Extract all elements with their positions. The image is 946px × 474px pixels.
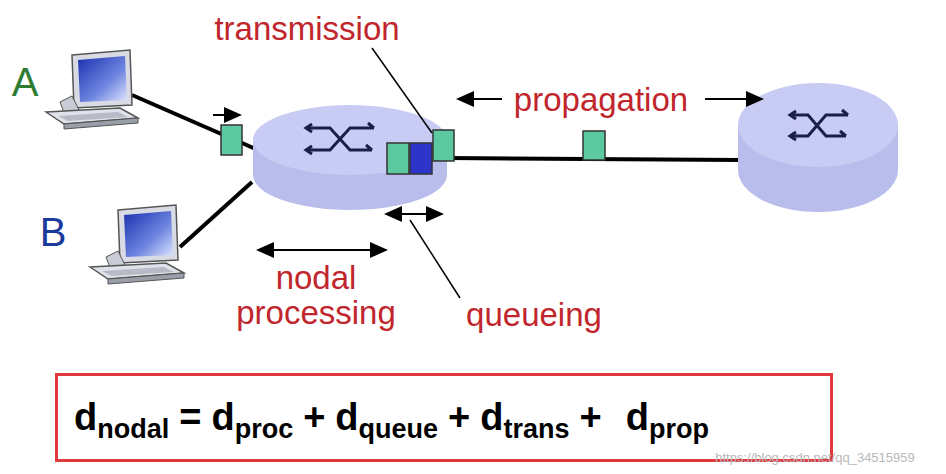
propagation-arrow <box>458 98 502 100</box>
delay-label: propagation <box>514 83 688 118</box>
leader-line <box>372 48 432 133</box>
subscript: queue <box>359 414 439 445</box>
variable: d <box>626 396 649 439</box>
queued-packet <box>410 143 432 174</box>
leader-line <box>410 220 460 298</box>
direction-arrow <box>213 114 240 116</box>
subscript: nodal <box>97 414 169 445</box>
propagation-arrow <box>705 98 762 100</box>
subscript: prop <box>649 414 709 445</box>
operator: + <box>580 396 602 439</box>
delay-label: transmission <box>214 12 399 47</box>
variable: d <box>74 396 97 439</box>
delay-label: queueing <box>466 298 602 333</box>
watermark: https://blog.csdn.net/qq_34515959 <box>715 451 915 465</box>
queued-packet <box>387 143 409 174</box>
variable: d <box>335 396 358 439</box>
computer-b <box>90 205 184 284</box>
delay-label: nodal processing <box>221 261 411 330</box>
router-left <box>253 105 447 210</box>
operator: + <box>303 396 325 439</box>
propagating-packet <box>583 131 605 160</box>
processing-arrow <box>258 249 386 251</box>
variable: d <box>480 396 503 439</box>
subscript: proc <box>235 414 294 445</box>
transmitting-packet <box>433 130 454 161</box>
link-b <box>180 182 252 247</box>
host-label: A <box>12 61 39 103</box>
queueing-arrow <box>386 213 442 215</box>
computer-a <box>46 50 138 129</box>
router-right <box>738 83 898 212</box>
host-label: B <box>40 211 67 253</box>
operator: = <box>179 396 201 439</box>
formula-box: dnodal=dproc+dqueue+dtrans+dprop <box>55 373 833 462</box>
variable: d <box>211 396 234 439</box>
subscript: trans <box>504 414 570 445</box>
operator: + <box>448 396 470 439</box>
packet <box>221 125 242 155</box>
